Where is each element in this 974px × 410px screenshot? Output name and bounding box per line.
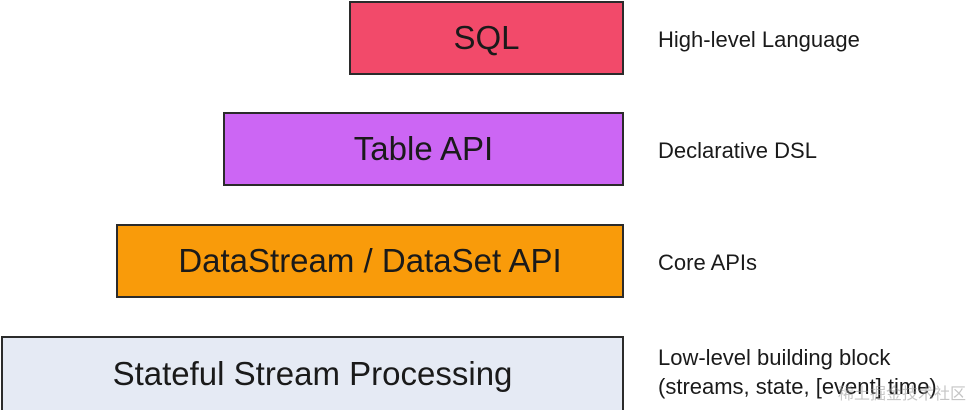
- description-table-api-text: Declarative DSL: [658, 138, 817, 163]
- description-datastream-text: Core APIs: [658, 250, 758, 275]
- layer-stateful-label: Stateful Stream Processing: [112, 355, 513, 392]
- description-datastream-api: Core APIs: [658, 248, 757, 277]
- watermark: 稀土掘金技术社区: [837, 386, 966, 403]
- description-stateful: Low-level building block (streams, state…: [658, 343, 937, 401]
- layer-datastream-api-label: DataStream / DataSet API: [178, 242, 562, 279]
- description-sql: High-level Language: [658, 25, 860, 54]
- layer-table-api-label: Table API: [353, 130, 494, 167]
- description-sql-text: High-level Language: [658, 27, 860, 52]
- layer-table-api: Table API: [223, 112, 624, 186]
- layer-sql: SQL: [349, 1, 624, 75]
- description-stateful-line-1: Low-level building block: [658, 345, 891, 370]
- layer-sql-label: SQL: [453, 19, 520, 56]
- layer-stateful-stream-processing: Stateful Stream Processing: [1, 336, 624, 410]
- description-table-api: Declarative DSL: [658, 136, 817, 165]
- description-stateful-line-2: (streams, state, [event] time): [658, 374, 937, 399]
- layer-datastream-api: DataStream / DataSet API: [116, 224, 624, 298]
